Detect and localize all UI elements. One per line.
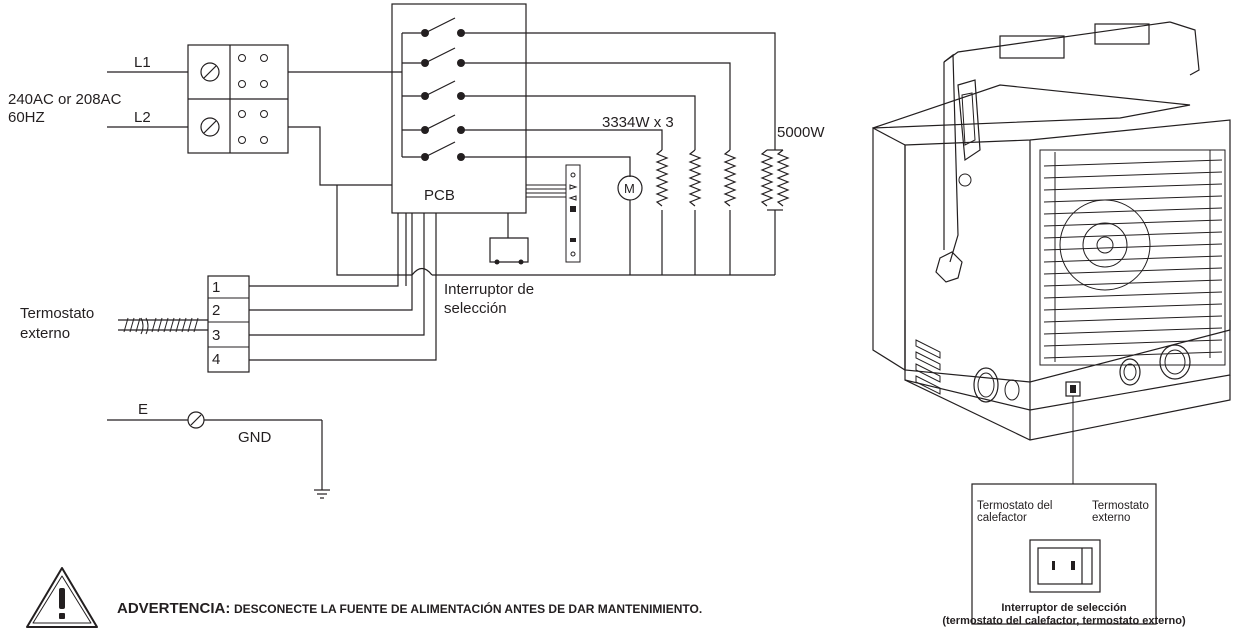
l2-label: L2 (134, 109, 151, 126)
thermostat-label-1: Termostato (20, 305, 94, 322)
voltage-label: 240AC or 208AC (8, 91, 122, 108)
thermostat-label-2: externo (20, 325, 70, 342)
gnd-label: GND (238, 429, 272, 446)
selector-label-2: selección (444, 300, 507, 317)
selector-switch-panel: Termostato del calefactor Termostato ext… (971, 483, 1157, 625)
switch-caption-1: Interruptor de selección (1001, 602, 1127, 614)
panel-right-label-2: externo (1092, 512, 1130, 524)
selector-label-1: Interruptor de (444, 281, 534, 298)
pcb-label: PCB (424, 187, 455, 204)
pcb-board: PCB (391, 3, 527, 214)
warning-text: ADVERTENCIA: DESCONECTE LA FUENTE DE ALI… (117, 600, 702, 617)
panel-left-label-2: calefactor (977, 512, 1027, 524)
total-rating-label: 5000W (777, 124, 825, 141)
panel-left-label-1: Termostato del (977, 500, 1052, 512)
warning-triangle-icon (26, 567, 98, 628)
element-rating-label: 3334W x 3 (602, 114, 674, 131)
warning-prefix: ADVERTENCIA: (117, 600, 230, 617)
terminal-4: 4 (212, 351, 220, 368)
rocker-switch-bezel (1029, 539, 1101, 593)
fan-motor: M (617, 175, 643, 275)
l1-label: L1 (134, 54, 151, 71)
heating-elements (630, 149, 790, 276)
terminal-3: 3 (212, 327, 220, 344)
frequency-label: 60HZ (8, 109, 45, 126)
earth-label: E (138, 401, 148, 418)
thermostat-cable (118, 317, 208, 335)
terminal-2: 2 (212, 302, 220, 319)
switch-caption-2: (termostato del calefactor, termostato e… (942, 615, 1186, 627)
terminal-1: 1 (212, 279, 220, 296)
heater-illustration (872, 21, 1231, 484)
external-thermostat-terminal: 1 2 3 4 (207, 275, 250, 373)
warning-message: DESCONECTE LA FUENTE DE ALIMENTACIÓN ANT… (234, 601, 702, 616)
selector-switch-symbol (489, 213, 529, 265)
control-connector (526, 164, 581, 263)
motor-label: M (624, 181, 635, 196)
ground-connection (107, 411, 330, 499)
power-terminal-block (187, 44, 289, 154)
panel-right-label-1: Termostato (1092, 500, 1149, 512)
